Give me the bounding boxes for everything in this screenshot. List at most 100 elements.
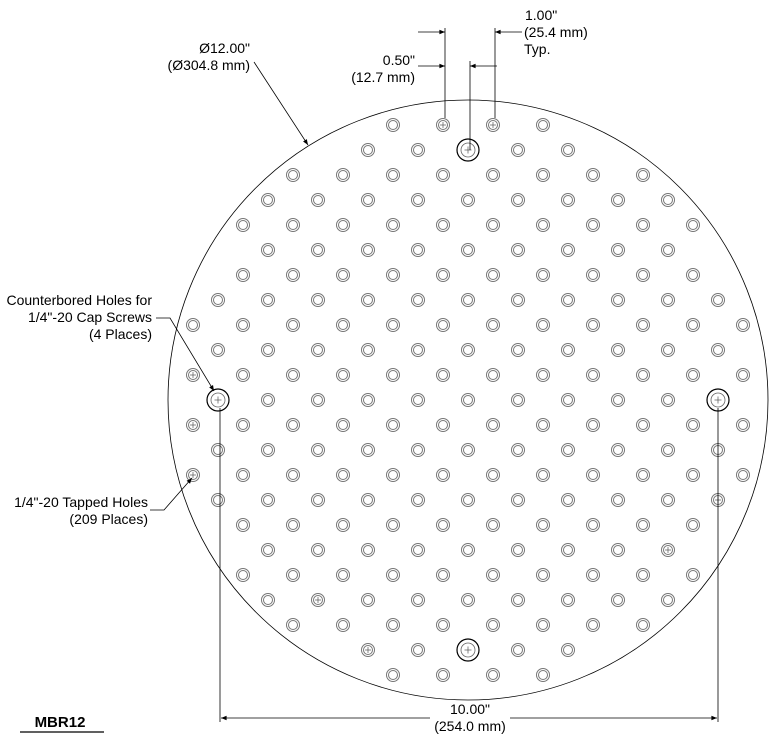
tapped-hole: [611, 243, 625, 257]
tapped-hole: [636, 168, 650, 182]
tapped-hole: [336, 418, 350, 432]
tapped-hole: [361, 193, 375, 207]
tapped-hole: [561, 343, 575, 357]
tapped-hole: [661, 293, 675, 307]
tapped-hole: [561, 293, 575, 307]
tapped-hole: [261, 493, 275, 507]
tapped-hole: [186, 368, 200, 382]
tapped-hole: [386, 268, 400, 282]
counterbore-holes: [206, 138, 730, 662]
tapped-hole: [511, 643, 525, 657]
tapped-hole: [411, 543, 425, 557]
tapped-hole: [361, 243, 375, 257]
tapped-hole: [636, 318, 650, 332]
tapped-hole: [211, 343, 225, 357]
tapped-hole: [461, 393, 475, 407]
tapped-hole: [186, 468, 200, 482]
tapped-hole: [461, 293, 475, 307]
tapped-hole: [386, 518, 400, 532]
tapped-hole: [536, 568, 550, 582]
tapped-hole: [511, 343, 525, 357]
tapped-hole: [386, 668, 400, 682]
tapped-hole: [361, 293, 375, 307]
tapped-hole: [511, 143, 525, 157]
tapped-hole: [586, 168, 600, 182]
tapped-hole: [186, 318, 200, 332]
pitch-half-inch: 0.50": [383, 52, 415, 68]
tapped-hole: [661, 343, 675, 357]
pitch-full-inch: 1.00": [525, 7, 557, 23]
tapped-hole: [286, 518, 300, 532]
tapped-hole: [486, 468, 500, 482]
tapped-hole: [336, 568, 350, 582]
tapped-hole: [436, 418, 450, 432]
tapped-hole: [311, 343, 325, 357]
tapped-hole: [261, 343, 275, 357]
tapped-hole: [286, 218, 300, 232]
tapped-hole: [386, 618, 400, 632]
tapped-hole: [361, 593, 375, 607]
counterbore-hole: [706, 388, 730, 412]
tapped-hole: [611, 593, 625, 607]
tapped-hole: [636, 218, 650, 232]
diameter-leader: [253, 61, 309, 146]
tapped-hole: [336, 468, 350, 482]
tapped-label-line2: (209 Places): [69, 511, 148, 527]
tapped-hole: [536, 668, 550, 682]
tapped-hole: [536, 218, 550, 232]
tapped-hole: [411, 393, 425, 407]
tapped-hole: [736, 318, 750, 332]
tapped-hole: [486, 118, 500, 132]
tapped-hole: [436, 668, 450, 682]
tapped-hole: [561, 593, 575, 607]
tapped-hole: [561, 393, 575, 407]
tapped-hole: [361, 393, 375, 407]
tapped-hole: [486, 618, 500, 632]
tapped-hole: [361, 443, 375, 457]
tapped-hole: [611, 193, 625, 207]
tapped-hole: [511, 393, 525, 407]
diameter-mm: (Ø304.8 mm): [168, 57, 250, 73]
tapped-hole: [536, 368, 550, 382]
tapped-hole: [336, 518, 350, 532]
tapped-hole: [461, 593, 475, 607]
tapped-hole: [311, 393, 325, 407]
tapped-hole: [486, 168, 500, 182]
tapped-hole: [236, 268, 250, 282]
tapped-hole: [311, 293, 325, 307]
tapped-hole: [436, 268, 450, 282]
tapped-hole: [586, 368, 600, 382]
tapped-hole: [236, 418, 250, 432]
tapped-hole: [586, 618, 600, 632]
tapped-hole: [736, 418, 750, 432]
tapped-hole: [311, 243, 325, 257]
tapped-hole: [661, 393, 675, 407]
tapped-hole: [586, 468, 600, 482]
tapped-hole: [636, 518, 650, 532]
pitch-half-mm: (12.7 mm): [351, 69, 415, 85]
tapped-hole: [661, 243, 675, 257]
tapped-hole: [611, 543, 625, 557]
tapped-hole: [286, 618, 300, 632]
tapped-hole: [561, 643, 575, 657]
tapped-hole: [436, 118, 450, 132]
tapped-hole: [436, 568, 450, 582]
tapped-hole: [686, 518, 700, 532]
tapped-hole: [461, 193, 475, 207]
tapped-hole: [511, 193, 525, 207]
counterbore-leader: [156, 317, 215, 392]
tapped-hole: [411, 643, 425, 657]
counterbore-label-line2: 1/4"-20 Cap Screws: [28, 309, 152, 325]
tapped-hole: [636, 368, 650, 382]
tapped-hole: [586, 268, 600, 282]
tapped-hole: [386, 218, 400, 232]
tapped-hole: [386, 418, 400, 432]
tapped-hole: [461, 543, 475, 557]
tapped-hole: [511, 243, 525, 257]
tapped-hole: [261, 543, 275, 557]
tapped-hole: [686, 568, 700, 582]
tapped-hole: [261, 243, 275, 257]
tapped-hole: [511, 293, 525, 307]
tapped-hole: [336, 318, 350, 332]
breadboard-outline: [167, 99, 769, 701]
